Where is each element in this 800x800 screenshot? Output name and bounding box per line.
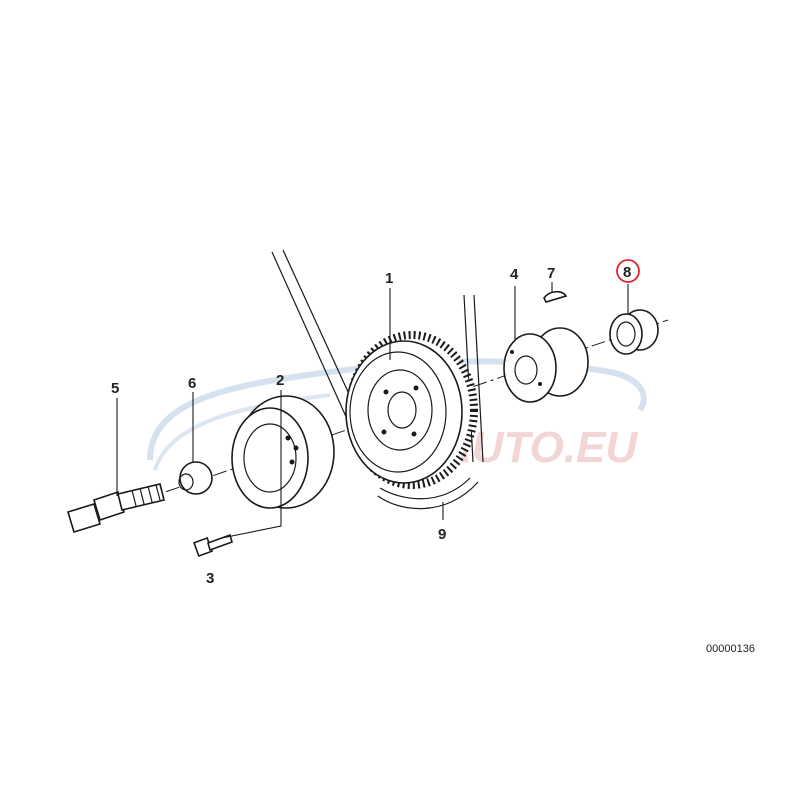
callout-8: 8	[623, 264, 631, 281]
part-screw	[193, 533, 233, 557]
leader-lines	[116, 282, 629, 539]
part-hub	[503, 327, 589, 403]
part-washer	[178, 461, 213, 495]
drawing-id: 00000136	[706, 643, 755, 655]
highlight-ring	[616, 259, 640, 283]
part-belt-pulley	[231, 395, 335, 509]
part-belt	[271, 249, 484, 510]
callout-1: 1	[385, 270, 393, 287]
part-central-bolt	[67, 483, 165, 534]
callout-7: 7	[547, 265, 555, 282]
part-vibration-damper	[345, 331, 478, 489]
part-woodruff-key	[543, 290, 568, 303]
callout-3: 3	[206, 570, 214, 587]
callout-4: 4	[510, 266, 519, 283]
callout-9: 9	[438, 526, 446, 543]
callout-5: 5	[111, 380, 119, 397]
part-shaft-seal	[609, 309, 659, 355]
callout-2: 2	[276, 372, 284, 389]
callout-6: 6	[188, 375, 196, 392]
